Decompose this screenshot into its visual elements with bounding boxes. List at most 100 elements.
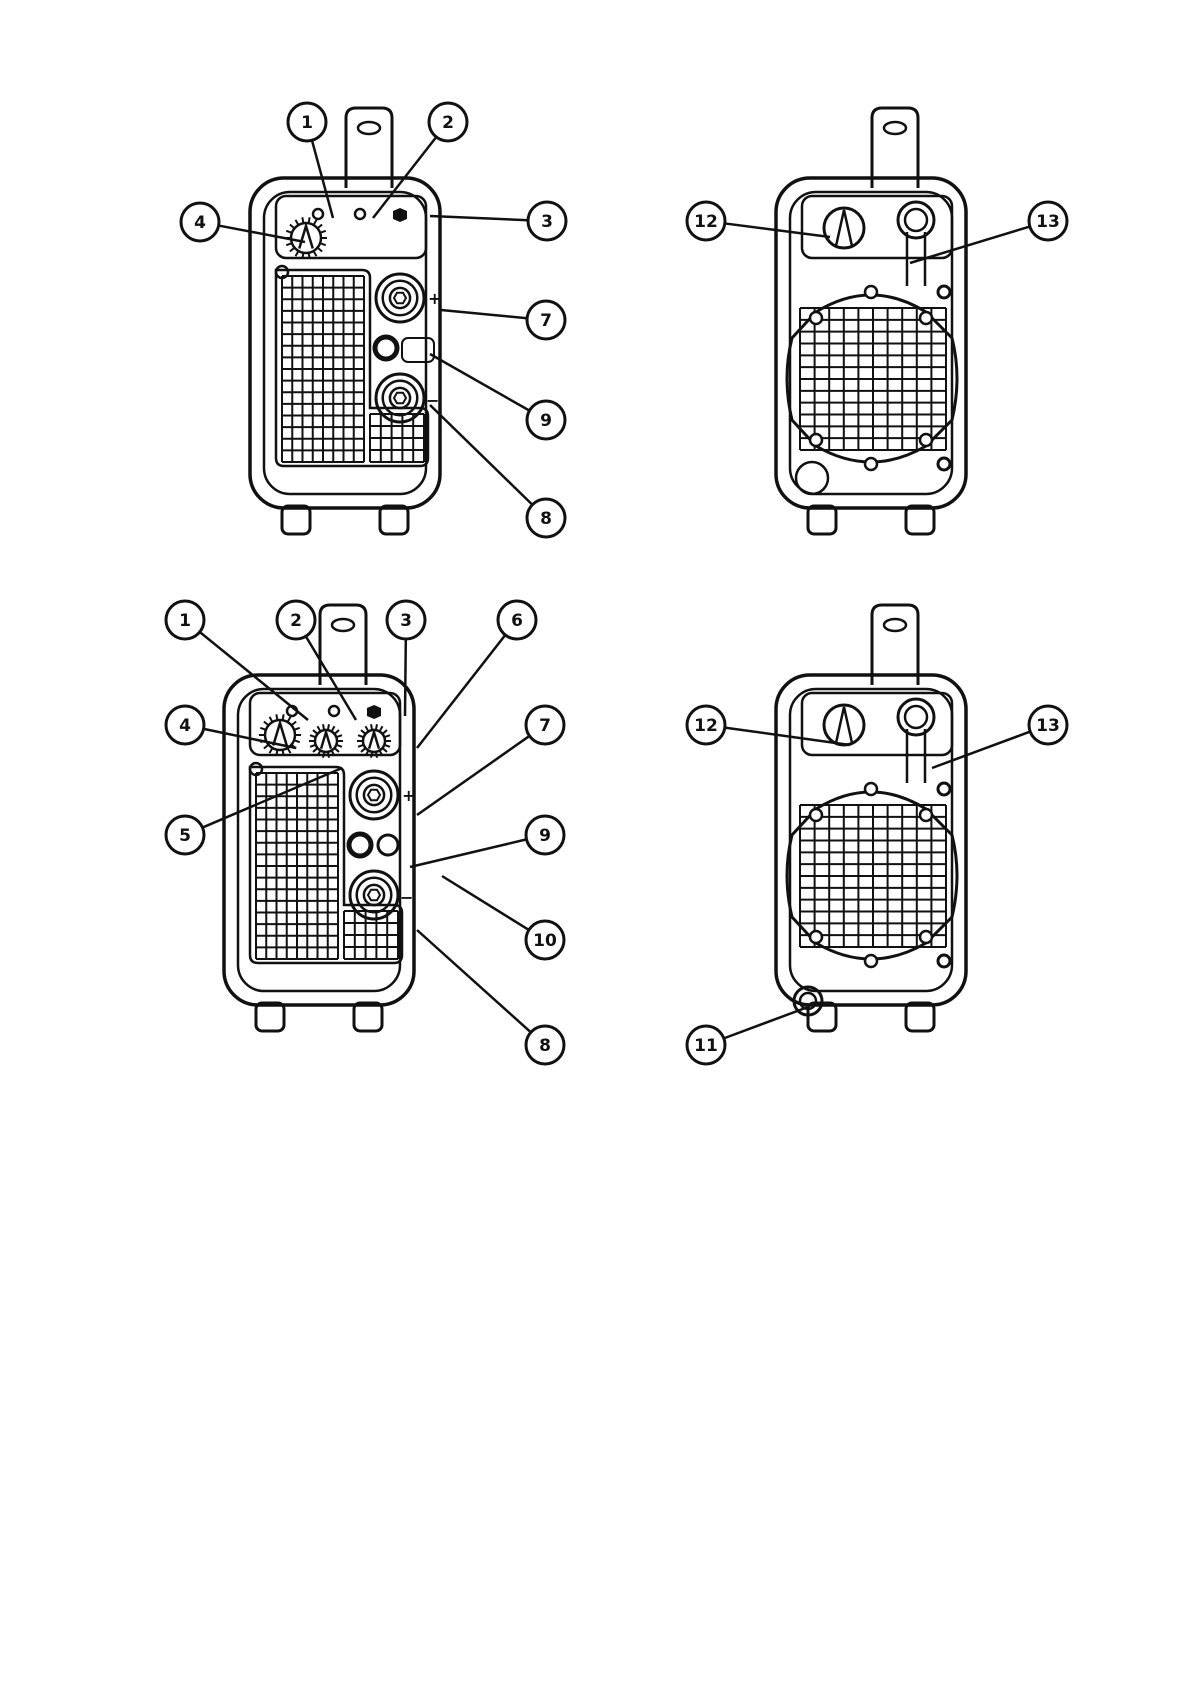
knob-tick [334, 748, 339, 752]
knob-tick [302, 217, 303, 223]
screw-icon [938, 286, 950, 298]
socket-hex [368, 790, 380, 800]
socket-hex [394, 393, 406, 403]
thermal-led-icon [367, 705, 381, 719]
callout-7: 7 [417, 706, 564, 815]
screw-icon [938, 955, 950, 967]
knob-tick [296, 220, 299, 225]
socket-ring-mid [357, 878, 392, 913]
knob-tick [382, 748, 387, 752]
handle-outline [346, 108, 392, 188]
knob-tick [313, 748, 318, 752]
gas-connector-icon [378, 835, 398, 855]
knob-tick [382, 730, 387, 734]
leader-line [417, 736, 529, 815]
knob-tick [276, 714, 277, 720]
fan-screw-icon [865, 458, 877, 470]
knob-tick [361, 730, 366, 734]
callout-6: 6 [417, 601, 536, 748]
callout-number: 12 [694, 716, 718, 736]
callout-12: 12 [687, 202, 830, 240]
callout-11: 11 [687, 1007, 808, 1064]
callout-number: 4 [194, 213, 206, 233]
knob-tick [384, 735, 390, 737]
fan-screw-icon [810, 434, 822, 446]
housing-outer [250, 178, 440, 508]
knob [357, 724, 391, 757]
callout-number: 3 [400, 611, 412, 631]
screw-icon [938, 783, 950, 795]
callout-13: 13 [910, 202, 1067, 263]
foot-right [380, 506, 408, 534]
cable-gland-inner [905, 209, 927, 231]
cable-gland-inner [905, 706, 927, 728]
knob-tick [376, 752, 377, 758]
knob-tick [323, 752, 324, 758]
knob-tick [264, 722, 269, 726]
callout-number: 2 [290, 611, 302, 631]
fan-screw-icon [920, 312, 932, 324]
led-1-icon [313, 209, 323, 219]
fan-guard [787, 783, 957, 967]
callout-number: 11 [694, 1036, 718, 1056]
fan-screw-icon [865, 286, 877, 298]
callout-10: 10 [442, 876, 564, 959]
callout-number: 2 [442, 113, 454, 133]
knob-tick [361, 748, 366, 752]
led-2-icon [329, 706, 339, 716]
knob-tick [336, 735, 342, 737]
knob-tick [320, 231, 326, 233]
socket-hex [368, 890, 380, 900]
knob-tick [371, 752, 372, 758]
knob-tick [283, 750, 284, 756]
knob-tick [294, 740, 300, 742]
knob-tick [384, 745, 390, 747]
knob-tick [328, 752, 329, 758]
knob-tick [270, 717, 273, 722]
knob-tick [276, 750, 277, 756]
leader-line [417, 635, 505, 748]
knob-tick [290, 225, 295, 229]
knob [309, 724, 343, 757]
fan-screw-icon [810, 809, 822, 821]
knob-tick [309, 253, 310, 259]
inlet-plug [796, 462, 828, 494]
switch-lever [836, 707, 852, 743]
callout-number: 12 [694, 212, 718, 232]
knob-tick [260, 728, 266, 730]
control-panel [276, 196, 426, 258]
knob-tick [313, 730, 318, 734]
leader-line [442, 876, 529, 930]
knob-tick [328, 724, 329, 730]
knob-tick [320, 243, 326, 245]
callout-number: 9 [540, 411, 552, 431]
callout-number: 7 [540, 311, 552, 331]
leader-line [417, 930, 531, 1032]
callout-number: 6 [511, 611, 523, 631]
socket-ring-mid [357, 778, 392, 813]
output-socket [350, 771, 398, 819]
fan-screw-icon [865, 955, 877, 967]
knob-tick [380, 726, 383, 731]
callout-number: 1 [179, 611, 191, 631]
knob-tick [314, 251, 317, 256]
knob-tick [288, 717, 291, 722]
plus-sign: + [428, 289, 441, 308]
socket-hex [394, 293, 406, 303]
leader-line [430, 405, 532, 505]
handle-outline [872, 108, 918, 188]
handle-hole [884, 619, 906, 631]
output-socket [350, 871, 398, 919]
handle-hole [358, 122, 380, 134]
knob-tick [332, 726, 335, 731]
knob [285, 217, 327, 258]
callout-number: 10 [533, 931, 557, 951]
cable-gland-icon [898, 202, 934, 238]
fan-screw-icon [920, 931, 932, 943]
thermal-led-icon [393, 208, 407, 222]
knob-tick [302, 253, 303, 259]
screw-icon [938, 458, 950, 470]
remote-connector-icon [349, 834, 371, 856]
